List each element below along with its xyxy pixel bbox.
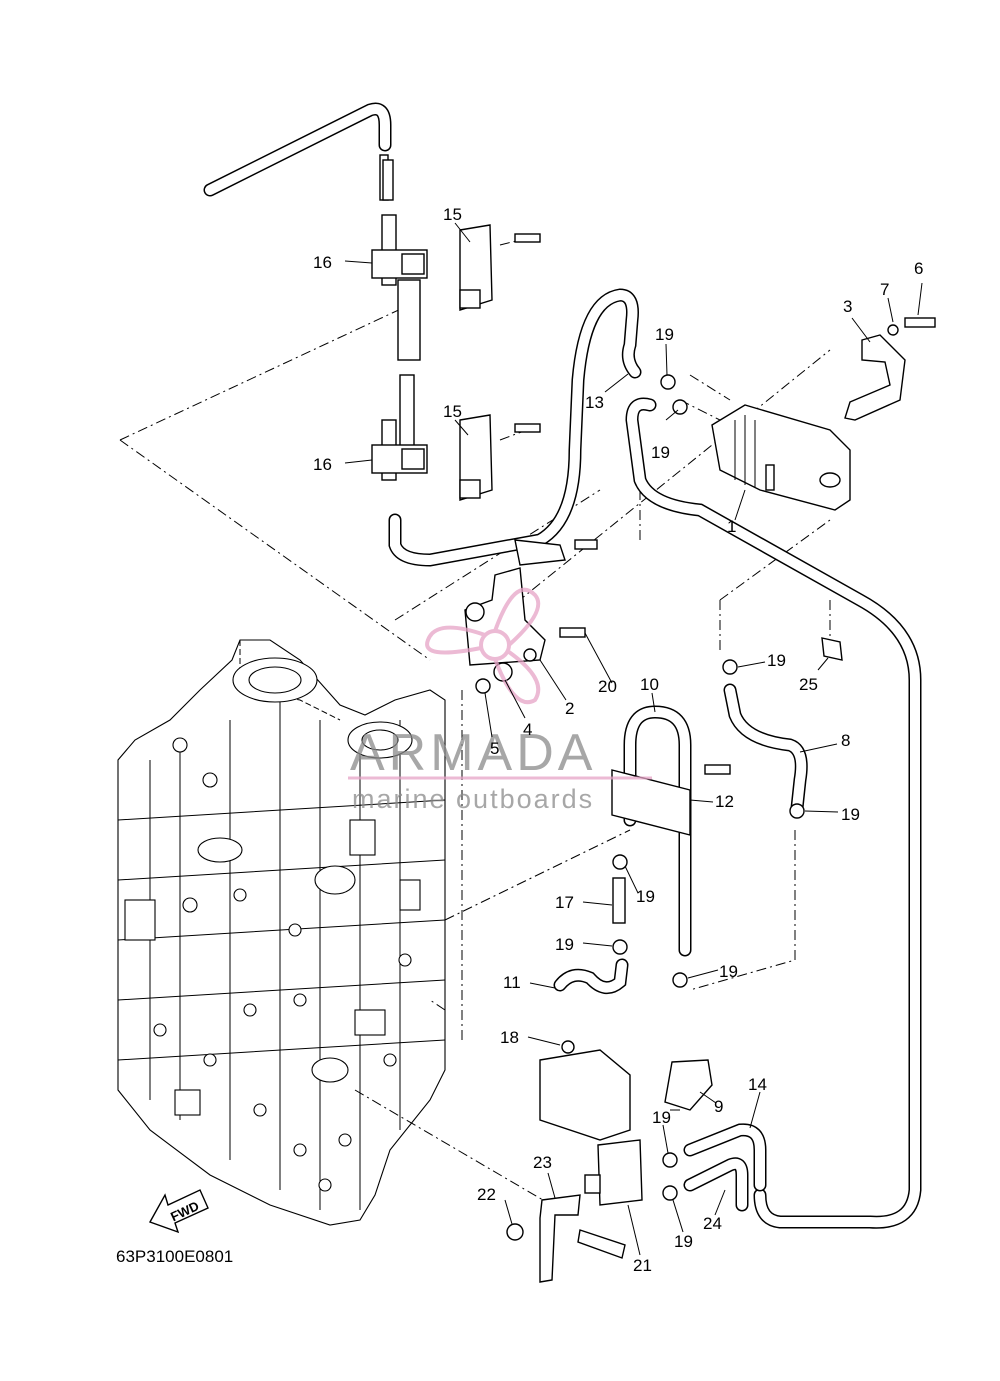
callout-18: 18 xyxy=(500,1028,519,1047)
callout-19-e: 19 xyxy=(636,887,655,906)
callout-19-b: 19 xyxy=(651,443,670,462)
callout-4: 4 xyxy=(523,720,532,739)
callout-15-upper: 15 xyxy=(443,205,462,224)
callout-15-lower: 15 xyxy=(443,402,462,421)
callout-2: 2 xyxy=(565,699,574,718)
callout-10: 10 xyxy=(640,675,659,694)
bracket-assembly xyxy=(464,539,598,694)
callout-14: 14 xyxy=(748,1075,767,1094)
watermark-brand: ARMADA xyxy=(350,724,596,782)
callout-21: 21 xyxy=(633,1256,652,1275)
hose-clamps xyxy=(561,374,805,1201)
watermark: ARMADA marine outboards xyxy=(348,587,652,814)
callout-23: 23 xyxy=(533,1153,552,1172)
callout-7: 7 xyxy=(880,280,889,299)
callout-13: 13 xyxy=(585,393,604,412)
misc-parts xyxy=(382,159,843,1283)
callout-16-upper: 16 xyxy=(313,253,332,272)
callout-19-d: 19 xyxy=(841,805,860,824)
callout-17: 17 xyxy=(555,893,574,912)
callout-25: 25 xyxy=(799,675,818,694)
callout-11: 11 xyxy=(503,973,521,992)
callout-3: 3 xyxy=(843,297,852,316)
callout-leaders xyxy=(344,222,923,1256)
callout-24: 24 xyxy=(703,1214,722,1233)
hoses xyxy=(203,102,922,1229)
callout-numbers: 1 2 3 4 5 6 7 8 9 10 11 12 13 14 15 15 1… xyxy=(313,205,923,1275)
vapor-valve-assembly xyxy=(371,154,541,501)
callout-8: 8 xyxy=(841,731,850,750)
callout-16-lower: 16 xyxy=(313,455,332,474)
callout-22: 22 xyxy=(477,1185,496,1204)
callout-19-c: 19 xyxy=(767,651,786,670)
callout-19-h: 19 xyxy=(652,1108,671,1127)
callout-5: 5 xyxy=(490,739,499,758)
callout-1: 1 xyxy=(727,517,736,536)
callout-20: 20 xyxy=(598,677,617,696)
callout-6: 6 xyxy=(914,259,923,278)
callout-19-a: 19 xyxy=(655,325,674,344)
callout-12: 12 xyxy=(715,792,734,811)
fwd-arrow: FWD xyxy=(148,1189,209,1234)
engine-block xyxy=(117,639,446,1226)
callout-9: 9 xyxy=(714,1097,723,1116)
watermark-tagline: marine outboards xyxy=(352,784,594,814)
callout-19-g: 19 xyxy=(719,962,738,981)
canister xyxy=(711,317,936,511)
callout-19-f: 19 xyxy=(555,935,574,954)
callout-19-i: 19 xyxy=(674,1232,693,1251)
diagram-code: 63P3100E0801 xyxy=(116,1247,233,1266)
